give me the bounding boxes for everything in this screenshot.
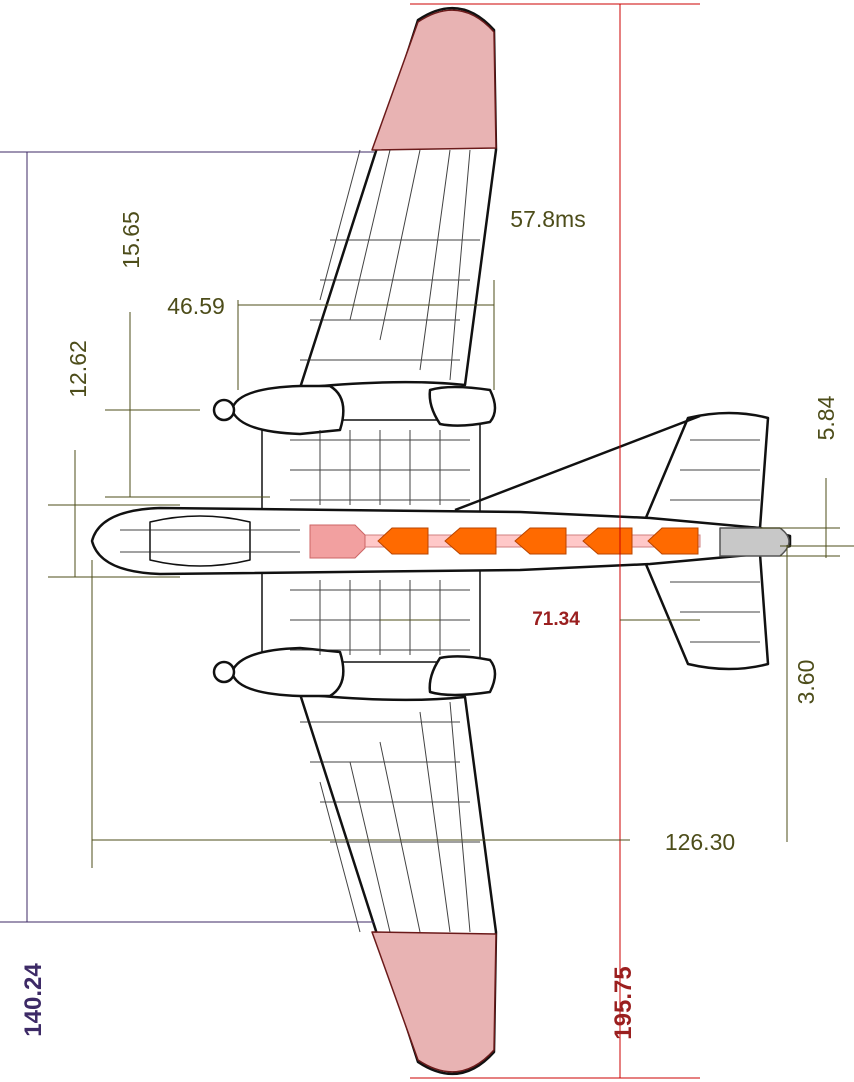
wingspan-dimension-lines — [410, 3, 700, 1079]
bomb-2 — [444, 527, 497, 555]
lower-engine-nacelle — [230, 646, 345, 698]
wingspan-label: 195.75 — [610, 966, 637, 1039]
aircraft-planform — [90, 6, 792, 1076]
bomb-1 — [377, 527, 429, 555]
forward-fuel-tank — [309, 524, 366, 559]
panel-lines — [120, 149, 760, 933]
bay-length-label: 71.34 — [532, 609, 580, 630]
tailplane-to-nose-label: 126.30 — [665, 829, 735, 855]
bomb-5 — [647, 527, 699, 555]
tail-cone-label: 3.60 — [793, 660, 819, 705]
bomb-bay — [309, 524, 701, 559]
upper-wingtip-panel — [371, 9, 497, 151]
tail-cone — [719, 527, 790, 557]
lower-wingtip-panel — [371, 931, 497, 1073]
upper-engine-nacelle — [230, 384, 345, 436]
upper-exhaust-fairing — [428, 385, 497, 427]
nacelle-width-label: 12.62 — [65, 340, 91, 398]
wing-root-chord-label: 15.65 — [118, 211, 144, 269]
lower-spinner — [212, 660, 236, 684]
tail-span-label: 57.8ms — [510, 206, 585, 232]
upper-spinner — [212, 398, 236, 422]
olive-dimension-lines — [48, 280, 854, 868]
lower-exhaust-fairing — [428, 655, 497, 697]
aerial-wire — [454, 414, 701, 512]
bomb-3 — [514, 527, 567, 555]
overall-length-label: 140.24 — [20, 963, 47, 1037]
nacelle-offset-label: 46.59 — [167, 293, 225, 319]
overall-length-dimension-lines — [0, 151, 374, 923]
tail-height-label: 5.84 — [813, 395, 839, 440]
cockpit-canopy — [149, 515, 251, 567]
